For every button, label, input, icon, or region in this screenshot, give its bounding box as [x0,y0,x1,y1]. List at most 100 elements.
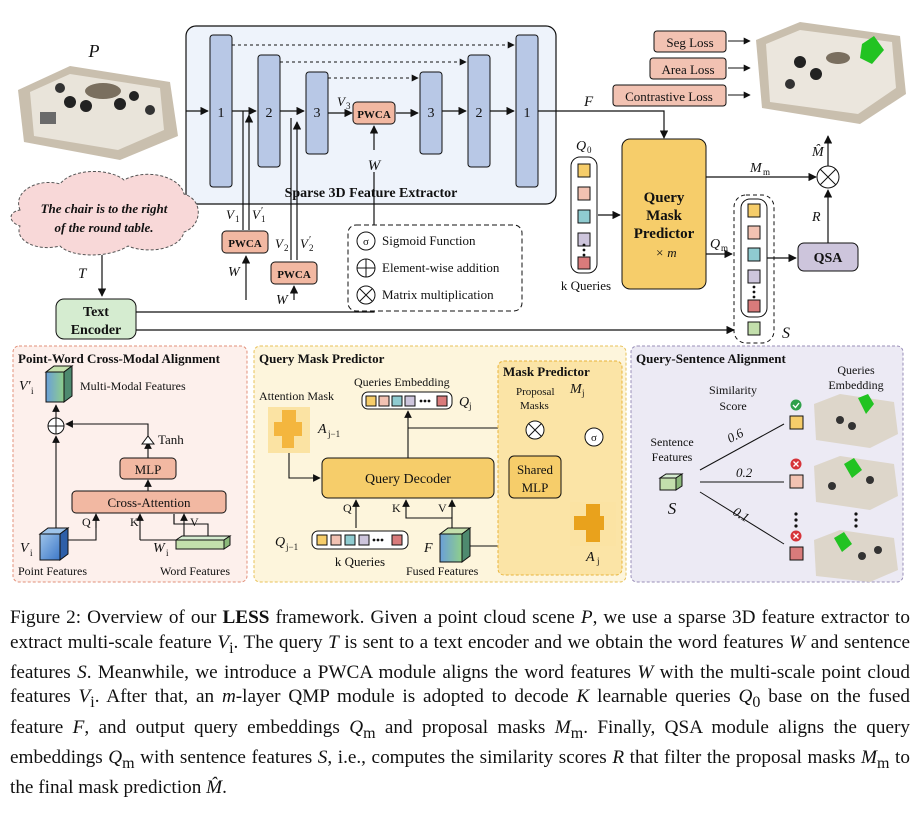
ellipsis-dot [752,285,756,289]
sentence-cell [747,321,761,336]
svg-text:V: V [275,236,285,251]
svg-text:Q: Q [710,237,720,252]
query-cell [391,395,403,407]
svg-text:Q: Q [576,139,586,154]
qmp-title: Query Mask Predictor [259,351,385,366]
svg-text:Matrix multiplication: Matrix multiplication [382,287,494,302]
svg-text:Predictor: Predictor [634,226,695,242]
svg-text:1: 1 [218,106,225,121]
svg-text:i: i [30,548,33,558]
query-cell [577,163,591,178]
svg-text:j: j [581,388,585,398]
svg-text:σ: σ [591,432,597,444]
similarity-lines [699,423,785,545]
ellipsis-dot [427,399,431,403]
svg-text:m: m [721,243,728,253]
s-label: S [782,325,790,342]
svg-text:W: W [276,293,289,308]
sentence-cube [658,473,684,491]
aj-mask-grid [570,502,616,546]
svg-text:A: A [585,550,595,565]
pwca-connections [241,111,302,300]
svg-text:3: 3 [346,101,351,111]
svg-text:MLP: MLP [135,462,162,477]
multimodal-label: Multi-Modal Features [80,379,186,393]
query-cell [747,299,761,313]
svg-text:PWCA: PWCA [228,238,262,250]
svg-text:× m: × m [655,245,676,260]
pwa-title: Point-Word Cross-Modal Alignment [18,351,221,366]
svg-text:V: V [438,501,447,515]
word-features-label: Word Features [160,564,230,578]
query-cell [577,256,591,270]
svg-text:F: F [423,541,433,556]
svg-text:M: M [749,161,763,176]
query-cell [436,395,448,407]
candidate-scenes [814,394,898,582]
svg-text:Query Decoder: Query Decoder [365,472,451,487]
query-cell [391,534,403,546]
ellipsis-dot [582,243,586,247]
svg-text:Masks: Masks [520,400,549,412]
contrastive-loss [612,84,727,107]
query-cell [404,395,416,407]
svg-text:Seg Loss: Seg Loss [666,35,713,50]
w-label-3: W [368,158,382,174]
svg-text:1: 1 [524,106,531,121]
pwca-module-3 [352,101,396,125]
svg-text:1: 1 [261,214,266,224]
ellipsis-dot [752,295,756,299]
svg-text:S: S [668,499,677,518]
svg-text:k Queries: k Queries [335,554,385,569]
wi-bar [174,535,232,550]
svg-text:Element-wise addition: Element-wise addition [382,260,500,275]
svg-text:Q: Q [343,501,352,515]
speech-line-2: of the round table. [55,220,154,235]
svg-text:m: m [763,167,770,177]
svg-text:Shared: Shared [517,462,554,477]
svg-text:Mask: Mask [646,208,682,224]
query-cell [330,534,342,546]
svg-text:2: 2 [309,243,314,253]
svg-text:i: i [166,548,169,558]
svg-text:j: j [596,556,600,566]
svg-text:Cross-Attention: Cross-Attention [107,495,191,510]
speech-line-1: The chair is to the right [41,201,168,216]
score-1: 0.6 [725,425,747,446]
legend: σ Sigmoid Function Element-wise addition… [356,231,500,305]
vi-cube [38,527,70,561]
svg-text:Text: Text [83,305,109,320]
fused-features-label: Fused Features [406,564,479,578]
svg-text:V: V [300,236,310,251]
query-cell [577,209,591,224]
point-features-label: Point Features [18,564,87,578]
svg-text:W: W [153,541,166,556]
legend-box [347,224,523,312]
svg-text:PWCA: PWCA [357,109,391,121]
attention-mask-grid [268,407,310,453]
svg-text:A: A [317,422,327,437]
svg-text:Encoder: Encoder [71,323,122,338]
ellipsis-dot [423,399,427,403]
svg-text:M̂: M̂ [811,144,825,160]
score-3: 0.1 [730,504,752,525]
dec-block-3 [419,71,443,155]
query-cell [358,534,370,546]
sigmoid-icon: σ [363,236,369,248]
output-point-cloud [756,22,906,124]
f-arrow [538,110,669,139]
svg-text:Sigmoid Function: Sigmoid Function [382,233,476,248]
encoder-blocks: 1 2 3 [209,34,329,188]
cross-attention [71,490,227,514]
figure-caption: Figure 2: Overview of our LESS framework… [10,607,911,799]
svg-text:Tanh: Tanh [158,432,184,447]
pwa-mlp [119,457,177,480]
ellipsis-dot [376,538,380,542]
seg-loss [653,30,727,53]
query-cell [747,203,761,218]
vi-prime-cube [44,365,74,403]
query-cell [747,225,761,240]
svg-text:V: V [226,207,236,222]
ellipsis-dot [419,399,423,403]
qmp-sigmoid-icon [584,427,604,447]
